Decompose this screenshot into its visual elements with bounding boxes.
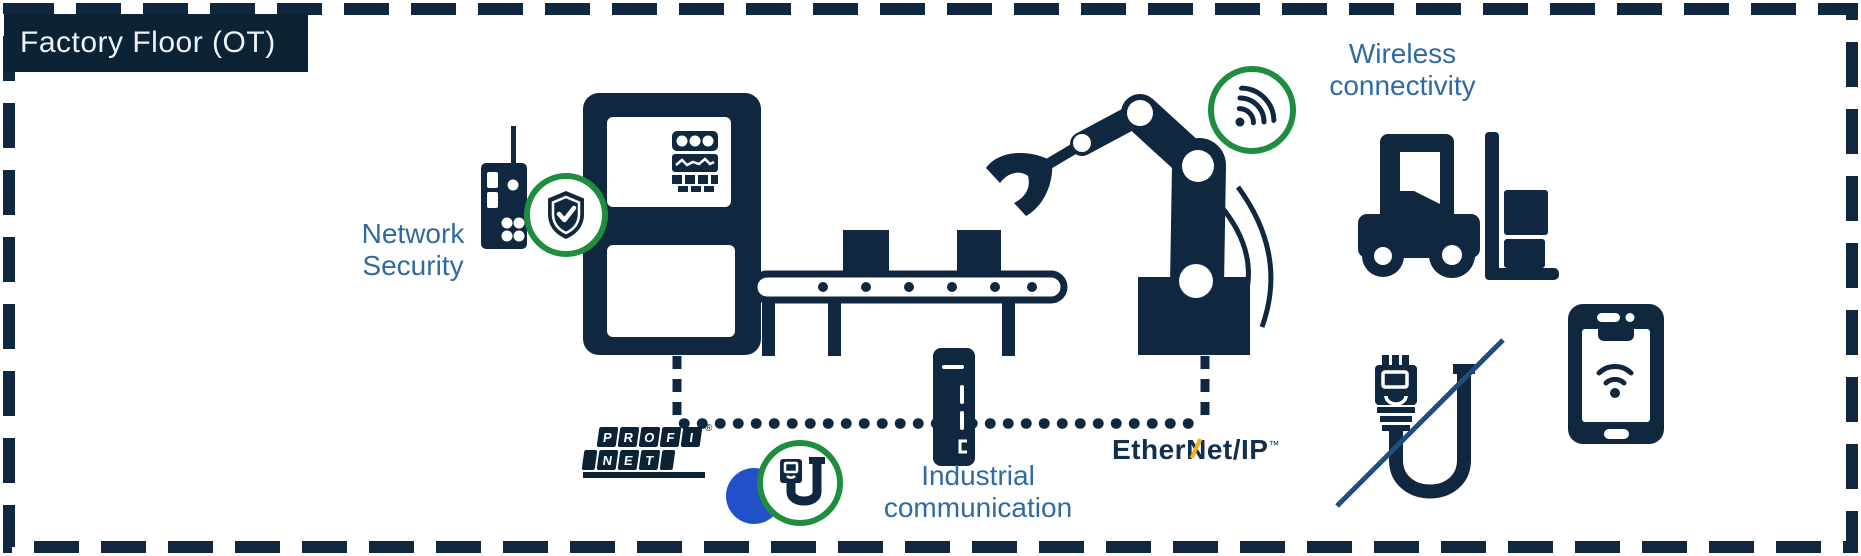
ethernet-plug-icon	[780, 457, 825, 506]
profinet-cap	[581, 450, 598, 470]
wifi-icon	[1235, 85, 1277, 127]
profinet-letter: P	[596, 427, 619, 447]
profinet-letter: F	[659, 427, 682, 447]
industrial-communication-module-icon	[933, 348, 975, 466]
industrial-communication-label: Industrial communication	[858, 460, 1098, 525]
registered-mark: ®	[705, 423, 713, 434]
ethernet-ip-suffix: et/IP	[1206, 434, 1269, 465]
trademark-mark: ™	[1268, 439, 1280, 452]
wireless-connectivity-label-line1: Wireless	[1348, 38, 1457, 69]
profinet-logo: P R O F I ® N E T	[581, 423, 723, 478]
zone-title-text: Factory Floor (OT)	[20, 26, 276, 59]
robot-arm-icon	[986, 94, 1274, 355]
wireless-connectivity-label-line2: connectivity	[1329, 70, 1476, 102]
profinet-underline-bar	[583, 472, 705, 478]
profinet-row1: P R O F I ®	[596, 423, 723, 447]
profinet-cap	[659, 450, 676, 470]
conveyor-belt-icon	[750, 230, 1068, 356]
industrial-communication-label-line2: communication	[883, 492, 1073, 524]
profinet-row2: N E T	[581, 450, 723, 470]
profinet-letter: R	[617, 427, 640, 447]
forklift-icon	[1358, 132, 1559, 280]
wireless-connectivity-label: Wireless connectivity	[1305, 38, 1500, 103]
profinet-letter: I	[680, 427, 703, 447]
network-security-label: Network Security	[338, 218, 488, 283]
ethernet-ip-n: N	[1186, 434, 1207, 466]
zone-title: Factory Floor (OT)	[4, 14, 308, 72]
profinet-letter: O	[638, 427, 661, 447]
network-switch-icon	[481, 126, 527, 249]
ethernet-ip-prefix: Ether	[1112, 434, 1187, 465]
crossed-ethernet-cable-icon	[1335, 338, 1505, 508]
profinet-letter: N	[596, 450, 619, 470]
profinet-letter: E	[617, 450, 640, 470]
industrial-connector-badge	[757, 440, 843, 526]
wireless-connectivity-badge	[1208, 66, 1296, 154]
industrial-communication-label-line1: Industrial	[921, 460, 1035, 491]
network-security-badge	[524, 173, 608, 257]
shield-check-icon	[548, 191, 584, 239]
profinet-letter: T	[638, 450, 661, 470]
control-cabinet-icon	[583, 93, 761, 355]
network-security-label-line1: Network	[361, 218, 465, 249]
ethernet-ip-logo: EtherNet/IP™	[1112, 434, 1280, 466]
network-security-label-line2: Security	[362, 250, 464, 282]
tablet-wifi-icon	[1568, 304, 1664, 444]
